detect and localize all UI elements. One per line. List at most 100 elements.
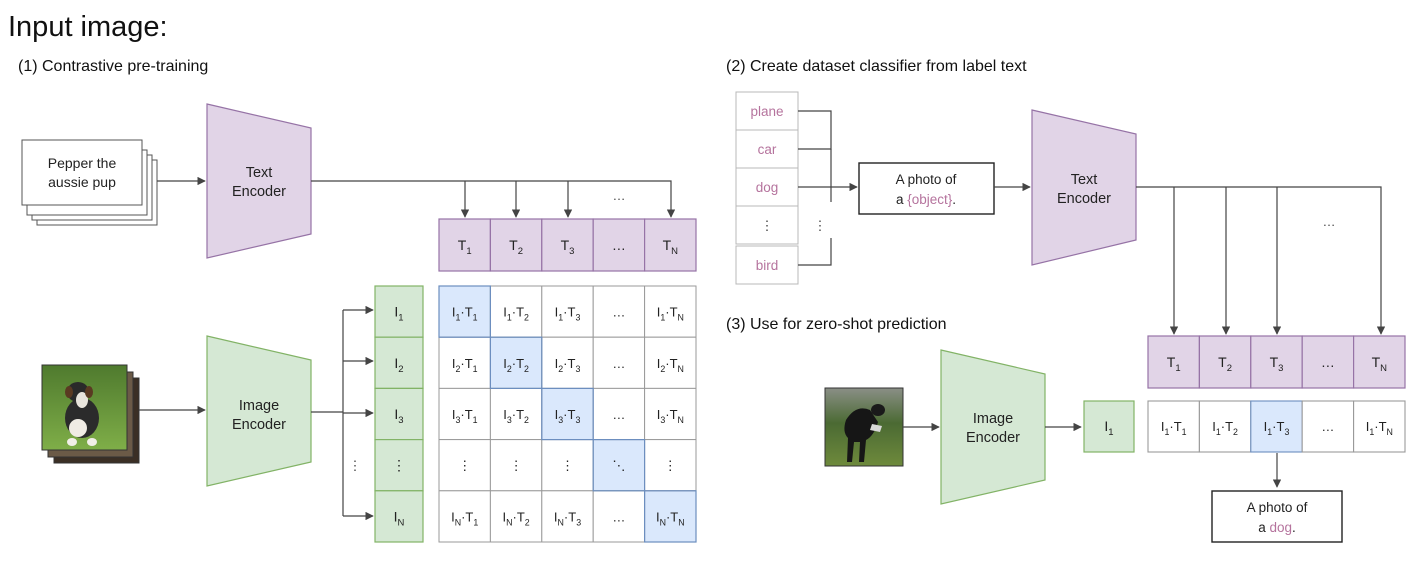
text-bus-2 [1136, 186, 1386, 335]
matrix-cell-label: ⋱ [612, 458, 625, 473]
label-bracket [798, 110, 858, 266]
matrix-cell-label: I1·TN [657, 305, 684, 323]
text-encoder-shape [206, 103, 312, 259]
image-encoder-3-label-2: Encoder [966, 430, 1020, 446]
matrix-cell: IN·T2 [489, 490, 543, 543]
matrix-cell: IN·TN [644, 490, 697, 543]
text-embedding-p3-3-label: T3 [1270, 354, 1284, 374]
matrix-cell: I3·T2 [489, 387, 543, 441]
matrix-cell: ⋮ [644, 439, 697, 492]
class-label-1: plane [735, 91, 799, 131]
panel-dataset-classifier: (2) Create dataset classifier from label… [726, 58, 1386, 335]
text-encoder-2-label-2: Encoder [1057, 191, 1111, 207]
matrix-cell: I3·TN [644, 387, 697, 441]
matrix-cell: ⋱ [592, 439, 646, 492]
matrix-cell: I2·T3 [541, 336, 594, 389]
text-embedding-4: … [592, 218, 646, 272]
matrix-cell-label: ⋮ [458, 458, 471, 473]
matrix-cell-label: … [612, 509, 625, 524]
matrix-diagonal-outline [489, 336, 543, 390]
text-embedding-5-label: TN [663, 237, 679, 257]
image-embedding-5-label: IN [394, 508, 405, 528]
image-embedding-4-label: ⋮ [392, 457, 406, 473]
class-label-text: bird [756, 258, 779, 273]
caption-line-1: Pepper the [48, 155, 117, 171]
class-label-text: plane [750, 104, 783, 119]
matrix-cell-label: ⋮ [664, 458, 677, 473]
matrix-cell: I3·T1 [438, 387, 491, 441]
image-embedding-i1: I1 [1083, 400, 1135, 453]
matrix-cell-label: I3·TN [657, 407, 684, 425]
score-cell: I1·T1 [1147, 400, 1200, 453]
matrix-cell-label: I1·T1 [452, 305, 478, 323]
class-label-4: ⋮ [735, 205, 799, 245]
text-embedding-p3-4-label: … [1321, 354, 1335, 370]
matrix-cell-label: IN·TN [656, 509, 685, 527]
class-label-5: bird [735, 245, 799, 285]
matrix-cell: I2·TN [644, 336, 697, 389]
score-cell: I1·T2 [1198, 400, 1252, 453]
matrix-cell-label: I2·T3 [555, 356, 581, 374]
image-encoder-label-1: Image [239, 398, 279, 414]
matrix-cell: IN·T1 [438, 490, 491, 543]
template-line-1: A photo of [896, 172, 957, 187]
matrix-cell: I2·T2 [489, 336, 543, 389]
text-encoder-label-2: Encoder [232, 184, 286, 200]
matrix-diagonal-outline [541, 387, 594, 441]
image-bus [311, 305, 374, 521]
matrix-cell: ⋮ [489, 439, 543, 492]
matrix-cell: … [592, 490, 646, 543]
matrix-cell-label: I1·T2 [503, 305, 529, 323]
image-embedding-5: IN [374, 490, 424, 543]
matrix-cell-label: I3·T3 [555, 407, 581, 425]
text-bus-ellipsis: … [613, 188, 626, 203]
text-bus [311, 180, 676, 218]
matrix-cell-label: … [612, 305, 625, 320]
template-line-2: a {object}. [896, 192, 956, 207]
class-label-text: ⋮ [760, 218, 774, 233]
score-cell-label: … [1321, 419, 1334, 434]
prediction-line-1: A photo of [1247, 500, 1308, 515]
matrix-cell: I1·T1 [438, 285, 491, 338]
predicted-class: dog [1269, 520, 1292, 535]
panel2-title: (2) Create dataset classifier from label… [726, 58, 1027, 75]
text-embedding-5: TN [643, 218, 697, 272]
text-embedding-1: T1 [438, 218, 492, 272]
template-object-placeholder: {object} [907, 192, 953, 207]
class-label-2: car [735, 129, 799, 169]
text-bus-2-ellipsis: … [1323, 214, 1336, 229]
image-embedding-1-label: I1 [394, 304, 403, 324]
text-encoder-2-label-1: Text [1071, 172, 1098, 188]
text-embedding-p3-4: … [1301, 335, 1355, 389]
image-encoder-shape [206, 335, 312, 487]
image-embedding-2-label: I2 [394, 355, 403, 375]
image-embedding-3: I3 [374, 387, 424, 441]
caption-stack: Pepper the aussie pup [21, 139, 158, 226]
matrix-cell-label: … [612, 356, 625, 371]
matrix-cell-label: IN·T2 [502, 509, 529, 527]
image-embedding-i1-label: I1 [1104, 418, 1113, 438]
text-embedding-p3-2-label: T2 [1218, 354, 1232, 374]
score-cell-label: I1·T1 [1161, 419, 1187, 437]
matrix-cell-label: ⋮ [510, 458, 523, 473]
image-encoder-label-2: Encoder [232, 417, 286, 433]
bracket-vdots: ⋮ [814, 218, 827, 233]
score-cell: … [1301, 400, 1355, 453]
score-cell-label: I1·T2 [1212, 419, 1238, 437]
text-encoder-label-1: Text [246, 165, 273, 181]
matrix-cell: I2·T1 [438, 336, 491, 389]
matrix-cell-label: ⋮ [561, 458, 574, 473]
text-embedding-3-label: T3 [561, 237, 575, 257]
text-embedding-2: T2 [489, 218, 543, 272]
image-bus-vdots: ⋮ [349, 458, 362, 473]
class-label-text: car [758, 142, 777, 157]
panel-contrastive-pretraining: (1) Contrastive pre-training Pepper the … [18, 58, 697, 543]
text-embedding-4-label: … [612, 237, 626, 253]
matrix-diagonal-outline [643, 490, 697, 543]
matrix-diagonal-outline [438, 285, 492, 338]
